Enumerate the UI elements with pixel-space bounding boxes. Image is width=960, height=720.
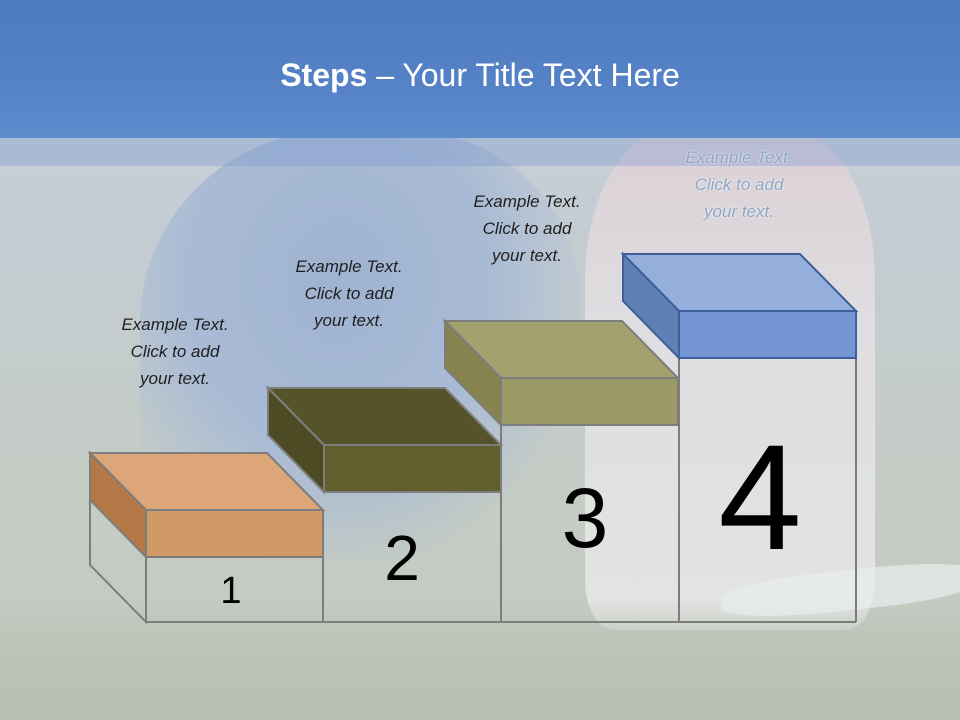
step-1-label[interactable]: Example Text. Click to add your text. — [90, 311, 260, 392]
step-2-number: 2 — [384, 522, 420, 594]
step-3-line1: Example Text. — [473, 192, 581, 211]
title-bold: Steps — [280, 57, 368, 93]
step-4-line1: Example Text. — [685, 148, 793, 167]
step-4-block[interactable] — [620, 251, 859, 361]
step-4-line2: Click to add — [694, 175, 784, 194]
step-2-block[interactable] — [265, 385, 504, 495]
step-3-line2: Click to add — [482, 219, 572, 238]
background-grass — [0, 600, 960, 720]
step-3-label[interactable]: Example Text. Click to add your text. — [442, 188, 612, 269]
step-4-line3: your text. — [704, 202, 774, 221]
slide-title[interactable]: Steps – Your Title Text Here — [0, 54, 960, 96]
step-2-label[interactable]: Example Text. Click to add your text. — [264, 253, 434, 334]
step-2-line2: Click to add — [304, 284, 394, 303]
step-3-line3: your text. — [492, 246, 562, 265]
step-1-number: 1 — [220, 570, 242, 612]
step-2-line3: your text. — [314, 311, 384, 330]
step-1-line1: Example Text. — [121, 315, 229, 334]
step-1-line3: your text. — [140, 369, 210, 388]
step-3-number: 3 — [561, 471, 609, 565]
title-rest: – Your Title Text Here — [367, 57, 680, 93]
step-1-line2: Click to add — [130, 342, 220, 361]
step-2-line1: Example Text. — [295, 257, 403, 276]
step-1-block[interactable] — [87, 450, 326, 560]
title-bar — [0, 0, 960, 138]
step-4-number: 4 — [718, 413, 802, 581]
title-band — [0, 138, 960, 166]
step-3-block[interactable] — [442, 318, 681, 428]
step-4-label[interactable]: Example Text. Click to add your text. — [654, 144, 824, 225]
